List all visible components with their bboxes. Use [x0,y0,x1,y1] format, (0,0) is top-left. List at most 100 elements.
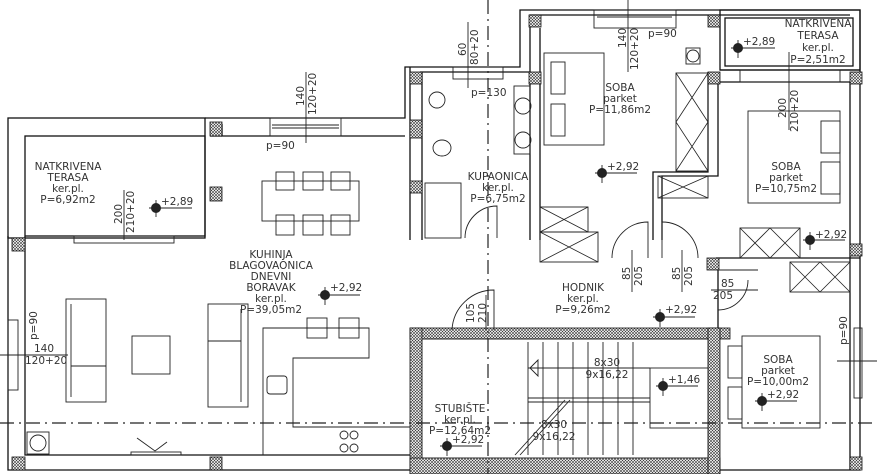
svg-text:ker.pl.: ker.pl. [567,293,599,305]
svg-text:9x16,22: 9x16,22 [586,369,629,381]
svg-text:BORAVAK: BORAVAK [246,282,296,294]
svg-text:ker.pl.: ker.pl. [52,183,84,195]
svg-text:120+20: 120+20 [629,28,641,70]
svg-text:SOBA: SOBA [605,82,635,94]
level-marker: +2,92 [755,389,799,411]
svg-text:STUBIŠTE: STUBIŠTE [435,402,486,415]
svg-text:105: 105 [465,303,477,323]
sofa [65,298,107,403]
level-marker: +2,92 [318,282,362,305]
level-marker: +2,92 [595,161,639,183]
dimension-labels: 200 210+20 140 120+20 p=90 p=90 140 120+… [25,28,850,367]
bed [741,335,821,429]
svg-text:120+20: 120+20 [25,355,67,367]
svg-text:KUHINJA: KUHINJA [249,249,293,261]
level-label: +2,92 [815,229,847,241]
room-label-living: KUHINJA BLAGOVAONICA DNEVNI BORAVAK ker.… [229,249,314,316]
svg-text:P=9,26m2: P=9,26m2 [555,304,610,316]
svg-text:TERASA: TERASA [46,172,89,184]
svg-text:TERASA: TERASA [796,30,839,42]
level-marker: +2,92 [653,304,697,327]
svg-text:P=10,75m2: P=10,75m2 [755,183,817,195]
svg-text:parket: parket [769,172,803,184]
level-label: +2,92 [665,304,697,316]
doors [451,205,758,331]
sofa [207,303,249,408]
level-label: +2,92 [607,161,639,173]
furniture [26,47,851,456]
svg-text:SOBA: SOBA [771,161,801,173]
svg-text:80+20: 80+20 [469,29,481,65]
bed [747,110,841,204]
stair-label-upper: 8x30 9x16,22 [586,357,629,381]
svg-text:HODNIK: HODNIK [562,282,605,294]
svg-text:60: 60 [457,43,469,56]
staircase [514,342,709,456]
svg-text:P=12,64m2: P=12,64m2 [429,425,491,437]
svg-text:120+20: 120+20 [307,73,319,115]
room-label-bathroom: KUPAONICA ker.pl. P=6,75m2 [468,171,529,205]
svg-text:KUPAONICA: KUPAONICA [468,171,529,183]
room-label-bedroom1: SOBA parket P=11,86m2 [589,82,651,116]
svg-text:200: 200 [113,204,125,224]
room-labels: NATKRIVENA TERASA ker.pl. P=6,92m2 KUHIN… [35,18,853,443]
svg-text:9x16,22: 9x16,22 [533,431,576,443]
svg-text:210: 210 [477,303,489,323]
dimension-lines [0,0,877,362]
windows [7,9,863,399]
svg-text:p=90: p=90 [838,316,850,345]
svg-text:P=39,05m2: P=39,05m2 [240,304,302,316]
svg-text:P=10,00m2: P=10,00m2 [747,376,809,388]
svg-text:SOBA: SOBA [763,354,793,366]
svg-text:200: 200 [777,98,789,118]
room-label-stairs: STUBIŠTE ker.pl. P=12,64m2 [429,402,491,437]
svg-text:140: 140 [617,28,629,48]
level-marker: +2,92 [803,229,847,250]
dining-table [261,180,360,222]
level-marker: +1,46 [656,374,700,396]
svg-text:205: 205 [633,266,645,286]
svg-text:parket: parket [603,93,637,105]
room-label-terrace-right: NATKRIVENA TERASA ker.pl. P=2,51m2 [785,18,853,66]
svg-text:205: 205 [683,266,695,286]
svg-text:NATKRIVENA: NATKRIVENA [785,18,853,30]
svg-text:DNEVNI: DNEVNI [251,271,292,283]
svg-text:p=90: p=90 [28,311,40,340]
svg-text:85: 85 [721,278,734,290]
level-marker: +2,92 [440,434,484,456]
stair-label-lower: 8x30 9x16,22 [533,419,576,443]
washing-machine [428,91,446,109]
svg-text:ker.pl.: ker.pl. [802,42,834,54]
level-label: +2,89 [743,36,775,48]
level-label: +2,92 [330,282,362,294]
room-label-terrace-left: NATKRIVENA TERASA ker.pl. P=6,92m2 [35,161,103,206]
svg-text:ker.pl.: ker.pl. [482,182,514,194]
svg-text:BLAGOVAONICA: BLAGOVAONICA [229,260,314,272]
entry-door [451,289,495,331]
walls [7,9,863,474]
room-label-bedroom2: SOBA parket P=10,75m2 [755,161,817,195]
sink [266,375,288,395]
level-label: +1,46 [668,374,700,386]
room-label-bedroom3: SOBA parket P=10,00m2 [747,354,809,388]
svg-text:140: 140 [34,343,54,355]
svg-text:p=90: p=90 [648,28,677,40]
svg-text:210+20: 210+20 [125,191,137,233]
svg-text:8x30: 8x30 [541,419,567,431]
toilet [432,139,452,157]
svg-text:85: 85 [671,267,683,280]
level-markers: +2,89 +2,92 +2,92 +2,89 +2,92 +2,92 +1,4… [149,36,847,456]
level-label: +2,92 [767,389,799,401]
svg-text:85: 85 [621,267,633,280]
wardrobe [675,72,709,172]
svg-text:140: 140 [295,86,307,106]
svg-text:8x30: 8x30 [594,357,620,369]
bathtub [424,182,462,239]
room-label-hallway: HODNIK ker.pl. P=9,26m2 [555,282,610,316]
level-label: +2,92 [452,434,484,446]
svg-text:ker.pl.: ker.pl. [255,293,287,305]
coffee-table [131,335,171,375]
svg-text:210+20: 210+20 [789,90,801,132]
svg-text:p=130: p=130 [471,87,507,99]
